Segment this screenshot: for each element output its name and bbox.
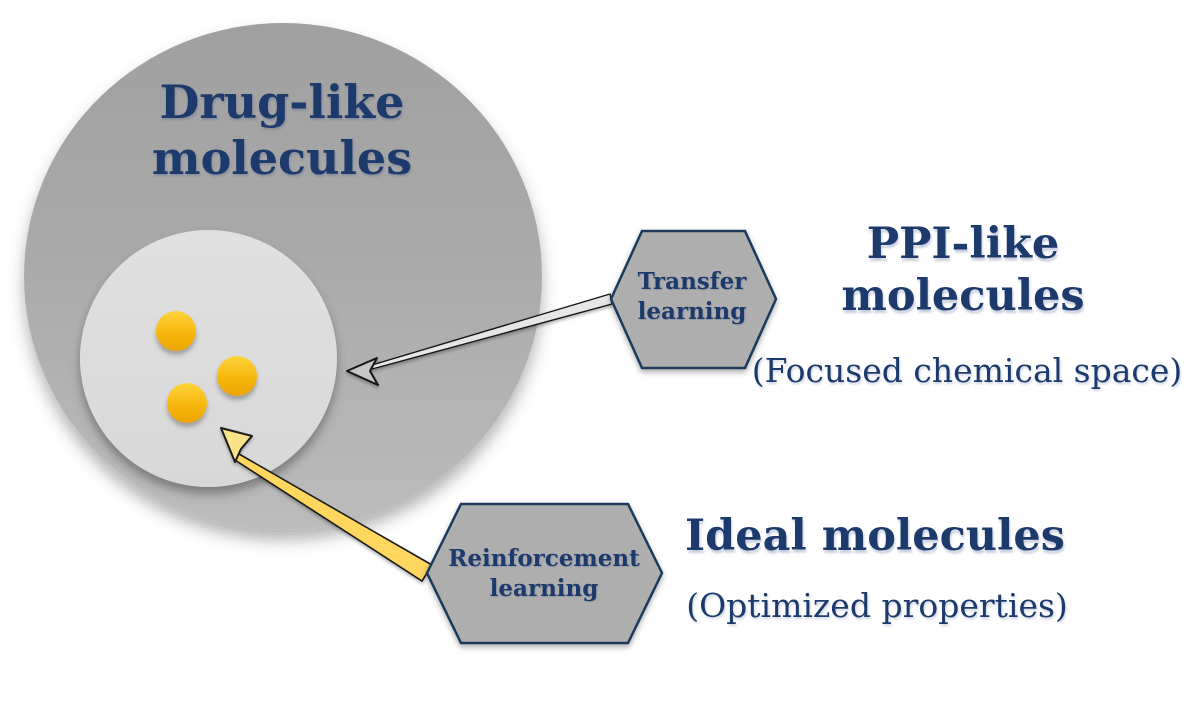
ideal-molecules-title: Ideal molecules <box>685 511 1065 561</box>
inner-circle-focused-space <box>80 230 337 487</box>
molecule-dot <box>156 311 196 351</box>
transfer-hexagon-label: Transfer learning <box>637 268 747 325</box>
transfer-arrow <box>346 293 613 386</box>
ppi-molecules-subtitle: (Focused chemical space) <box>751 351 1183 390</box>
reinforcement-learning-hexagon <box>425 502 664 645</box>
reinforcement-arrow <box>220 427 434 583</box>
molecule-dot <box>217 356 257 396</box>
outer-circle-label: Drug-like molecules <box>151 75 413 185</box>
reinforcement-hexagon-label: Reinforcement learning <box>448 545 640 602</box>
molecule-dot <box>167 383 207 423</box>
ideal-molecules-subtitle: (Optimized properties) <box>686 586 1068 625</box>
ppi-molecules-title: PPI-like molecules <box>841 219 1085 321</box>
transfer-learning-hexagon <box>609 229 778 370</box>
